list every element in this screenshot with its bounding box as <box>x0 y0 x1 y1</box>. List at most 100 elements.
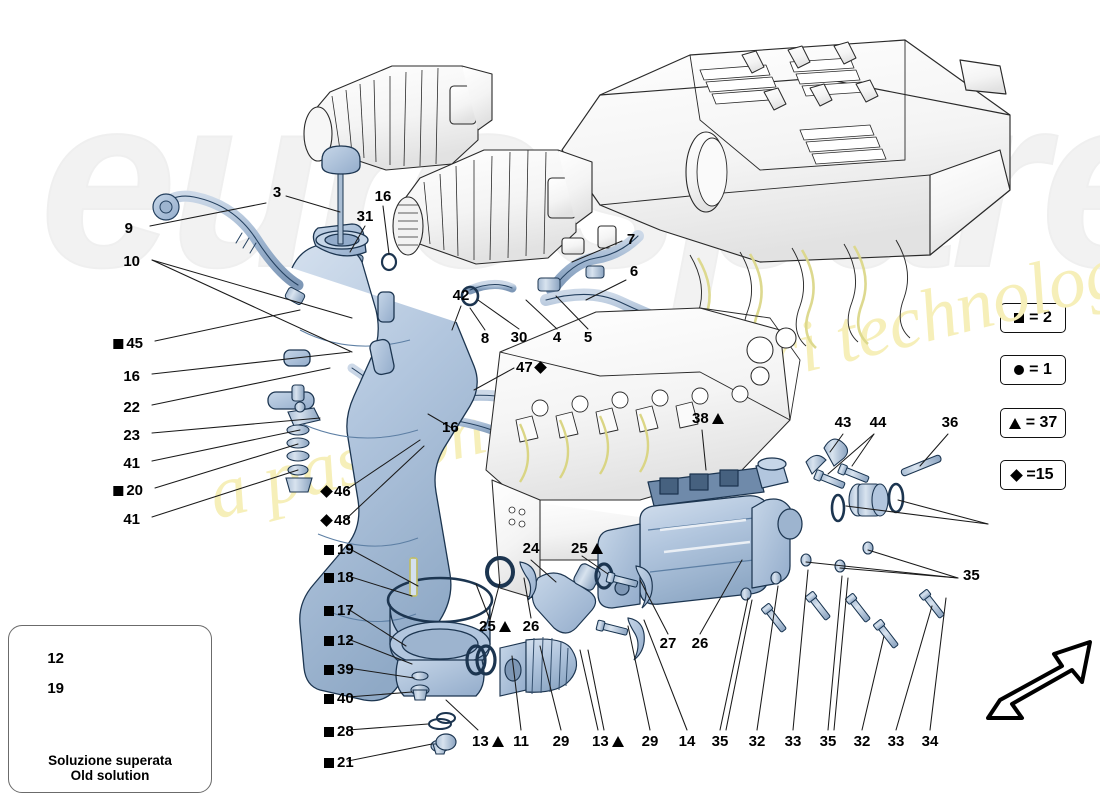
callout-number: 45 <box>126 335 143 352</box>
callout-c6: 6 <box>630 264 638 279</box>
callout-number: 27 <box>659 635 677 652</box>
callout-number: 22 <box>123 399 140 416</box>
callout-number: 34 <box>921 733 939 750</box>
callout-c17: 17 <box>324 603 354 618</box>
callout-c32a: 32 <box>749 734 766 749</box>
callout-c45: 45 <box>113 336 143 351</box>
callout-c12: 12 <box>324 633 354 648</box>
callout-number: 16 <box>442 419 459 436</box>
callout-c20: 20 <box>113 483 143 498</box>
callout-number: 29 <box>552 733 570 750</box>
callout-text: 19 <box>47 680 64 697</box>
callout-number: 28 <box>337 723 354 740</box>
square-marker-icon <box>113 485 124 496</box>
callout-c9: 9 <box>125 221 133 236</box>
callout-inset-12: 12 <box>47 651 64 666</box>
callout-number: 41 <box>123 511 140 528</box>
callout-c25b: 25 <box>479 619 511 634</box>
square-marker-icon <box>113 338 124 349</box>
callout-c41b: 41 <box>123 512 140 527</box>
callout-number: 19 <box>337 541 354 558</box>
callout-c47: 47 <box>516 359 547 376</box>
callout-number: 10 <box>123 253 140 270</box>
callout-c40: 40 <box>324 691 354 706</box>
callout-text: 12 <box>47 650 64 667</box>
callout-c35a: 35 <box>963 568 980 583</box>
callout-number: 5 <box>583 329 593 346</box>
triangle-marker-icon <box>590 543 603 554</box>
legend-diamond-label: =15 <box>1026 466 1054 483</box>
callout-number: 43 <box>834 414 852 431</box>
callout-c4: 4 <box>553 330 561 345</box>
callout-number: 40 <box>337 690 354 707</box>
callout-number: 35 <box>963 567 980 584</box>
callout-c16c: 16 <box>442 420 459 435</box>
inset-caption-it: Soluzione superata <box>48 752 172 768</box>
callout-c26b: 26 <box>692 636 709 651</box>
square-marker-icon <box>324 757 334 768</box>
legend-item-circle: = 1 <box>1000 355 1066 385</box>
callout-c16b: 16 <box>375 189 392 204</box>
triangle-marker-icon <box>491 736 504 747</box>
callout-number: 7 <box>626 231 636 248</box>
callout-c19: 19 <box>324 542 354 557</box>
legend-square-label: = 2 <box>1029 309 1052 326</box>
old-solution-inset: Soluzione superata Old solution <box>8 625 212 793</box>
callout-number: 30 <box>510 329 528 346</box>
callout-number: 41 <box>123 455 140 472</box>
callout-c22: 22 <box>123 400 140 415</box>
callout-c32b: 32 <box>854 734 871 749</box>
callout-c28: 28 <box>324 724 354 739</box>
legend-circle-label: = 1 <box>1029 361 1052 378</box>
callout-c41a: 41 <box>123 456 140 471</box>
callout-number: 47 <box>516 359 533 376</box>
triangle-marker-icon <box>711 413 724 424</box>
callout-number: 26 <box>522 618 540 635</box>
callout-number: 25 <box>571 540 588 557</box>
callout-c18: 18 <box>324 570 354 585</box>
square-marker-icon <box>1014 313 1025 323</box>
square-marker-icon <box>324 693 334 704</box>
legend-triangle-label: = 37 <box>1025 414 1058 431</box>
callout-c10: 10 <box>123 254 140 269</box>
callout-c38: 38 <box>692 411 724 426</box>
callout-c39: 39 <box>324 662 354 677</box>
square-marker-icon <box>324 664 334 675</box>
callout-c27: 27 <box>660 636 677 651</box>
callout-number: 38 <box>692 410 709 427</box>
direction-arrow-shape <box>986 640 1092 720</box>
legend-item-triangle: = 37 <box>1000 408 1066 438</box>
callout-number: 42 <box>452 287 470 304</box>
callout-c35c: 35 <box>820 734 837 749</box>
callout-number: 31 <box>356 208 374 225</box>
callout-c26a: 26 <box>523 619 540 634</box>
callout-number: 32 <box>853 733 871 750</box>
inset-caption: Soluzione superata Old solution <box>9 753 211 784</box>
callout-c21: 21 <box>324 755 354 770</box>
callout-inset-19: 19 <box>47 681 64 696</box>
callout-number: 17 <box>337 602 354 619</box>
callout-number: 12 <box>337 632 354 649</box>
callout-number: 23 <box>123 427 140 444</box>
callout-number: 39 <box>337 661 354 678</box>
callout-number: 4 <box>552 329 562 346</box>
callout-c8: 8 <box>481 331 489 346</box>
diamond-marker-icon <box>533 361 547 374</box>
callout-number: 14 <box>678 733 696 750</box>
callout-c44: 44 <box>870 415 887 430</box>
callout-c33b: 33 <box>888 734 905 749</box>
callout-number: 13 <box>592 733 609 750</box>
callout-number: 9 <box>124 220 133 237</box>
callout-c24: 24 <box>523 541 540 556</box>
callout-c3: 3 <box>273 185 281 200</box>
callout-c7: 7 <box>627 232 635 247</box>
inset-caption-en: Old solution <box>70 768 150 784</box>
callout-c33a: 33 <box>785 734 802 749</box>
square-marker-icon <box>324 544 334 555</box>
callout-c43: 43 <box>835 415 852 430</box>
square-marker-icon <box>324 635 334 646</box>
callout-number: 35 <box>711 733 729 750</box>
callout-number: 13 <box>472 733 489 750</box>
callout-c29a: 29 <box>553 734 570 749</box>
callout-c48: 48 <box>320 513 351 528</box>
